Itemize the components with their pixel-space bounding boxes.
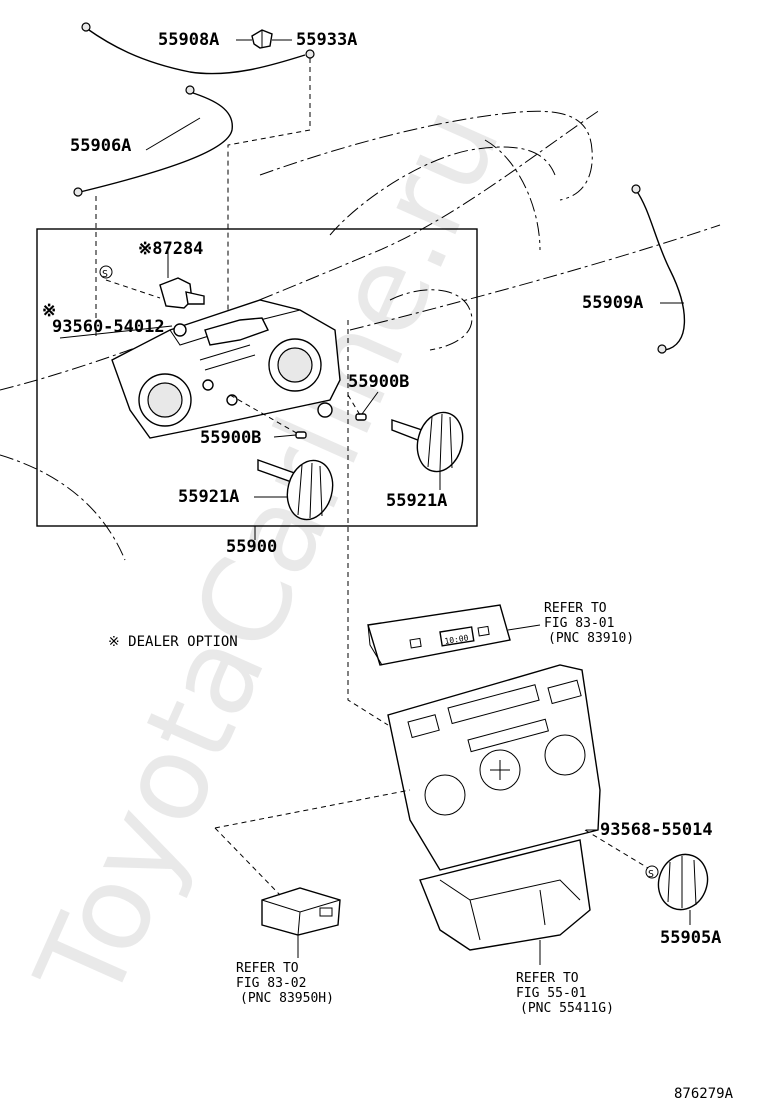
svg-text:REFER TO: REFER TO	[516, 971, 579, 986]
svg-text:(PNC 83950H): (PNC 83950H)	[240, 991, 334, 1006]
ref-note-fig-83-02: REFER TO FIG 83-02 (PNC 83950H)	[236, 961, 334, 1006]
ref-note-fig-55-01: REFER TO FIG 55-01 (PNC 55411G)	[516, 971, 614, 1016]
clip-55933A	[251, 29, 273, 49]
label-93560-54012: 93560-54012	[52, 317, 165, 337]
leader-lines	[59, 39, 691, 965]
dashed-leaders	[95, 58, 649, 896]
label-55909A: 55909A	[582, 293, 643, 313]
svg-text:FIG 83-02: FIG 83-02	[236, 976, 306, 991]
cable-55908A	[81, 22, 315, 75]
label-55908A: 55908A	[158, 30, 219, 50]
clock-display-module: 10:00	[367, 604, 511, 666]
label-55900B-right: 55900B	[348, 372, 409, 392]
dashboard-outline	[0, 109, 721, 561]
display-readout: 10:00	[444, 633, 469, 646]
svg-text:REFER TO: REFER TO	[236, 961, 299, 976]
label-93560-mark: ※	[42, 301, 56, 321]
pin-55900B-left	[295, 431, 307, 439]
svg-text:REFER TO: REFER TO	[544, 601, 607, 616]
label-87284: ※87284	[138, 239, 203, 259]
heater-control-unit	[111, 299, 341, 439]
svg-text:(PNC 55411G): (PNC 55411G)	[520, 1001, 614, 1016]
label-55906A: 55906A	[70, 136, 131, 156]
label-93568-55014: 93568-55014	[600, 820, 713, 840]
label-55921A-left: 55921A	[178, 487, 239, 507]
pin-55900B-right	[355, 413, 367, 421]
dealer-option-note: ※ DEALER OPTION	[108, 634, 238, 650]
svg-text:S: S	[648, 869, 654, 880]
knob-55921A-right	[391, 411, 464, 473]
heater-control-assembly-box	[36, 228, 478, 527]
knob-55905A	[657, 853, 709, 911]
svg-text:S: S	[102, 269, 108, 280]
actuator-87284	[159, 250, 205, 309]
label-55921A-right: 55921A	[386, 491, 447, 511]
ref-note-fig-83-01: REFER TO FIG 83-01 (PNC 83910)	[544, 601, 634, 646]
knob-55921A-left	[257, 459, 334, 521]
switch-module	[261, 887, 341, 936]
svg-text:FIG 55-01: FIG 55-01	[516, 986, 586, 1001]
label-55905A: 55905A	[660, 928, 721, 948]
svg-text:(PNC 83910): (PNC 83910)	[548, 631, 634, 646]
center-cluster-panel	[387, 664, 601, 951]
screw-symbol-top: S	[99, 265, 113, 280]
label-55933A: 55933A	[296, 30, 357, 50]
cable-55906A	[73, 85, 233, 197]
screw-symbol-bottom: S	[645, 865, 659, 880]
label-55900B-left: 55900B	[200, 428, 261, 448]
part-labels: 55908A 55933A 55906A ※87284 ※ 93560-5401…	[42, 30, 721, 948]
svg-text:FIG 83-01: FIG 83-01	[544, 616, 614, 631]
diagram-id: 876279A	[674, 1086, 734, 1102]
label-55900: 55900	[226, 537, 277, 557]
cable-55909A	[631, 184, 686, 354]
